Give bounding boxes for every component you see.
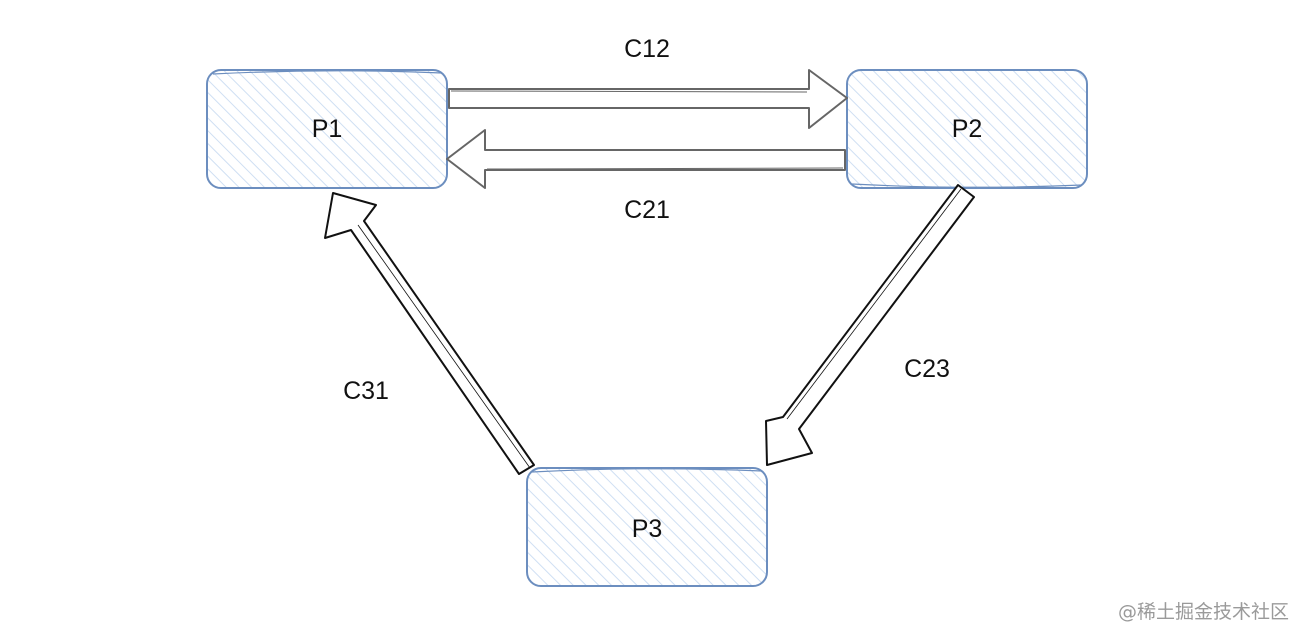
- edge-label-c12: C12: [624, 35, 670, 63]
- edge-label-c21: C21: [624, 196, 670, 224]
- arrow-c31: [324, 192, 535, 475]
- arrow-c12: [448, 69, 848, 129]
- node-p2-label: P2: [952, 115, 983, 143]
- node-p1: P1: [206, 69, 448, 189]
- node-p1-label: P1: [312, 115, 343, 143]
- node-p2: P2: [846, 69, 1088, 189]
- edge-label-c23: C23: [904, 355, 950, 383]
- arrow-c23: [765, 184, 975, 466]
- node-p3: P3: [526, 467, 768, 587]
- node-p3-label: P3: [632, 515, 663, 543]
- edge-label-c31: C31: [343, 377, 389, 405]
- arrow-c21: [446, 129, 846, 189]
- watermark: @稀土掘金技术社区: [1118, 601, 1290, 623]
